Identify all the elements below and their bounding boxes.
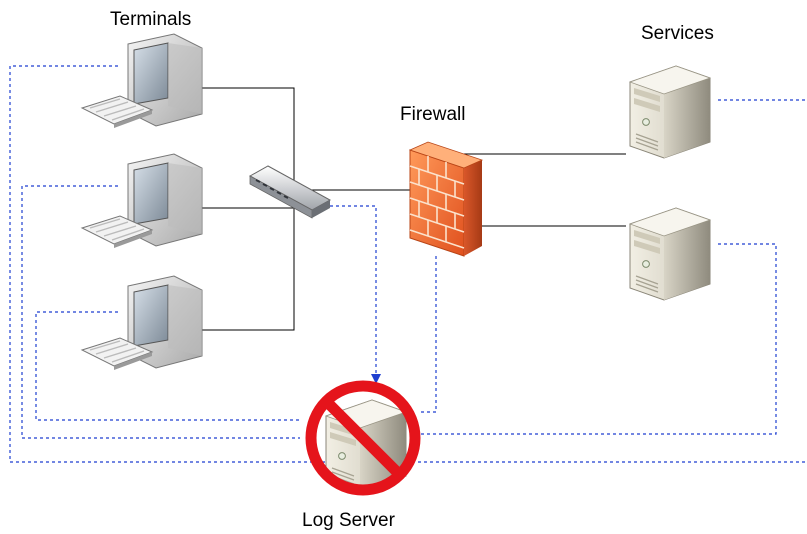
log-link-service-2 (420, 243, 777, 435)
network-links (200, 87, 626, 331)
log-link-switch (330, 205, 377, 374)
services-label: Services (641, 23, 714, 44)
service-server-2 (629, 207, 711, 301)
log-link-firewall (420, 256, 437, 413)
log-server-label: Log Server (302, 510, 395, 531)
arrowhead (371, 374, 381, 384)
network-switch-icon (248, 165, 332, 219)
terminal-1 (81, 33, 203, 129)
firewall-label: Firewall (400, 104, 466, 125)
terminals-label: Terminals (110, 9, 192, 30)
brick-firewall-icon (408, 141, 484, 257)
link-terminal-1-switch (200, 87, 295, 331)
terminal-3 (81, 275, 203, 371)
log-link-terminal-2 (21, 185, 300, 439)
prohibited-icon (305, 380, 421, 496)
terminal-2 (81, 153, 203, 249)
service-server-1 (629, 65, 711, 159)
